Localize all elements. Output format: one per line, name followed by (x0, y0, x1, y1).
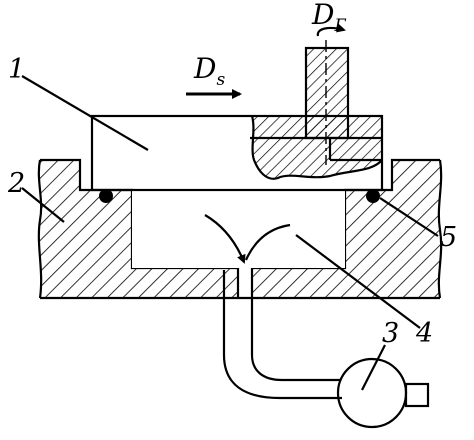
suction-pipe (222, 268, 342, 400)
suction-arrow-left (204, 214, 246, 264)
label-part-1: 1 (8, 54, 25, 85)
milling-cutter (304, 40, 350, 165)
seal-ring-right (366, 189, 380, 203)
leader-5 (379, 197, 439, 237)
label-part-3: 3 (382, 318, 399, 349)
rotation-symbol: D (311, 0, 334, 31)
label-part-2: 2 (7, 168, 25, 199)
rotation-arrow (316, 23, 346, 37)
leader-3 (361, 344, 386, 391)
rotation-subscript: Г (333, 16, 346, 36)
feed-label: Ds (193, 52, 225, 90)
leader-1 (21, 75, 149, 151)
vacuum-pump (336, 357, 430, 429)
leader-2 (21, 187, 65, 223)
feed-subscript: s (216, 70, 225, 90)
label-part-4: 4 (415, 318, 433, 349)
suction-arrow-right (244, 223, 291, 261)
feed-symbol: D (193, 52, 216, 85)
seal-ring-left (99, 189, 113, 203)
rotation-label: DГ (311, 0, 346, 36)
label-part-5: 5 (440, 222, 457, 253)
leader-4 (295, 234, 421, 329)
vacuum-chamber (132, 190, 345, 268)
